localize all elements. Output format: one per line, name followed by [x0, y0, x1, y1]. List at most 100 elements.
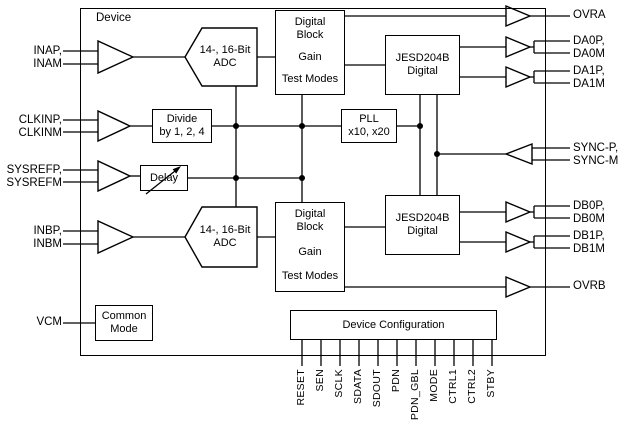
device-configuration-block: Device Configuration — [290, 310, 497, 340]
pin-line: SYNC-M — [573, 155, 619, 167]
pin-line: CLKINM — [18, 127, 62, 139]
adc-b-shape — [184, 206, 258, 268]
pin-label-da0: DA0P, DA0M — [573, 35, 605, 61]
pin-label-clkin: CLKINP, CLKINM — [2, 114, 62, 140]
junction-dot — [299, 175, 305, 181]
db1-buffer-icon — [505, 230, 532, 254]
junction-dot — [233, 175, 239, 181]
block-label-line: 14-, 16-Bit — [199, 44, 251, 56]
block-label-line: Divide — [166, 113, 198, 125]
pin-label-ovrb: OVRB — [573, 280, 606, 292]
block-label-line: Delay — [149, 171, 179, 184]
pin-label-vcm: VCM — [36, 316, 62, 328]
amp-b-icon — [97, 219, 135, 255]
pin-label-ctrl2: CTRL2 — [466, 369, 478, 404]
pin-line: INAM — [33, 58, 62, 70]
pin-label-stby: STBY — [485, 369, 497, 398]
block-label-line: Gain — [298, 51, 322, 63]
adc-b-label: 14-, 16-Bit ADC — [193, 224, 257, 250]
pin-label-ina: INAP, INAM — [2, 45, 62, 71]
block-label-line: Block — [296, 221, 324, 233]
pin-label-db1: DB1P, DB1M — [573, 230, 605, 256]
block-label-line: Digital — [407, 65, 438, 77]
block-label-line: Device Configuration — [342, 318, 445, 331]
block-label-line: Common — [101, 310, 147, 322]
pin-line: INAP, — [33, 45, 62, 57]
junction-dot — [299, 123, 305, 129]
block-label: Digital Block — [295, 16, 326, 42]
block-label-line: ADC — [213, 57, 237, 69]
ovra-buffer-icon — [505, 4, 532, 28]
block-label-line: Digital — [407, 225, 438, 237]
device-outline — [80, 8, 546, 356]
pin-label-sync: SYNC-P, SYNC-M — [573, 142, 618, 168]
block-label-line: Block — [296, 29, 324, 41]
pin-label-inb: INBP, INBM — [2, 225, 62, 251]
pin-label-pdn-gbl: PDN_GBL — [409, 369, 421, 421]
block-label-line: Digital — [294, 16, 326, 28]
block-label-line: PLL — [359, 113, 379, 125]
pin-line: SYSREFP, — [6, 164, 62, 176]
ovrb-buffer-icon — [505, 275, 532, 299]
pin-label-sclk: SCLK — [333, 369, 345, 398]
sysref-buffer-icon — [97, 159, 132, 193]
pin-label-reset: RESET — [295, 369, 307, 406]
divide-block: Divide by 1, 2, 4 — [152, 109, 212, 143]
block-label-line: Mode — [110, 323, 138, 335]
block-label-line: Test Modes — [281, 73, 339, 85]
pin-line: DA1P, — [573, 65, 605, 77]
pin-line: DA1M — [573, 78, 605, 90]
block-label-line: JESD204B — [395, 212, 450, 224]
pin-line: DB0M — [573, 213, 605, 225]
block-label: Digital Block — [295, 208, 326, 234]
sync-buffer-icon — [504, 142, 533, 166]
jesd204b-block-b: JESD204B Digital — [385, 195, 460, 255]
adc-a-label: 14-, 16-Bit ADC — [193, 44, 257, 70]
block-label-line: 14-, 16-Bit — [199, 224, 251, 236]
block-label-line: Gain — [298, 245, 322, 258]
pin-label-pdn: PDN — [390, 369, 402, 393]
block-label-line: JESD204B — [395, 52, 450, 64]
pin-label-da1: DA1P, DA1M — [573, 65, 605, 91]
block-label-line: ADC — [213, 237, 237, 249]
digital-block-a: Digital Block Gain Test Modes — [275, 10, 345, 95]
junction-dot — [434, 151, 440, 157]
junction-dot — [417, 123, 423, 129]
device-label: Device — [96, 12, 132, 24]
da1-buffer-icon — [505, 65, 532, 89]
junction-dot — [233, 123, 239, 129]
jesd204b-block-a: JESD204B Digital — [385, 35, 460, 95]
delay-block: Delay — [140, 165, 188, 191]
adc-a-shape — [184, 27, 258, 87]
pin-label-ovra: OVRA — [573, 9, 606, 21]
da0-buffer-icon — [505, 35, 532, 59]
clk-buffer-icon — [97, 109, 132, 143]
pin-label-mode: MODE — [428, 369, 440, 402]
pin-label-sysref: SYSREFP, SYSREFM — [2, 164, 62, 190]
block-label-line: Digital — [294, 208, 326, 220]
pin-line: CLKINP, — [18, 114, 62, 126]
pin-line: DB0P, — [573, 200, 605, 212]
db0-buffer-icon — [505, 200, 532, 224]
pin-line: INBM — [33, 238, 62, 250]
block-label-line: x10, x20 — [348, 126, 390, 138]
pin-line: DB1M — [573, 243, 605, 255]
digital-block-b: Digital Block Gain Test Modes — [275, 202, 345, 292]
pin-label-sen: SEN — [314, 369, 326, 392]
block-label-line: Test Modes — [281, 270, 339, 282]
pin-line: INBP, — [33, 225, 62, 237]
pin-line: DA0M — [573, 48, 605, 60]
pin-label-sdout: SDOUT — [371, 369, 383, 408]
block-label-line: by 1, 2, 4 — [159, 126, 205, 138]
pin-line: SYNC-P, — [573, 142, 619, 154]
pin-line: SYSREFM — [6, 177, 62, 189]
pll-block: PLL x10, x20 — [341, 109, 397, 143]
pin-label-ctrl1: CTRL1 — [447, 369, 459, 404]
amp-a-icon — [97, 39, 135, 75]
pin-label-sdata: SDATA — [352, 369, 364, 404]
pin-line: DA0P, — [573, 35, 605, 47]
pin-label-db0: DB0P, DB0M — [573, 200, 605, 226]
pin-line: DB1P, — [573, 230, 605, 242]
